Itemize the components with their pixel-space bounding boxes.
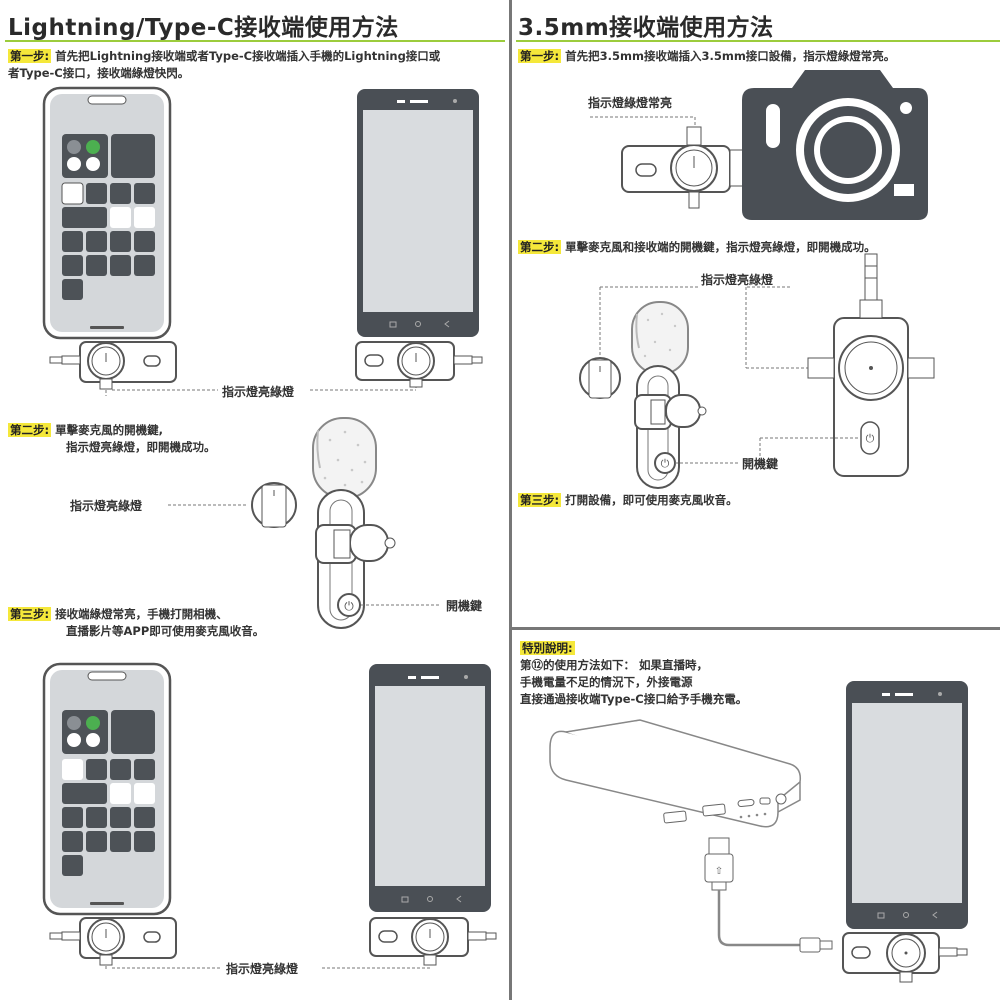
- svg-text:⏻: ⏻: [344, 599, 354, 613]
- special-note-line1: 第⑫的使用方法如下： 如果直播時，: [520, 658, 709, 672]
- right-horizontal-divider: [512, 627, 1000, 630]
- left-step1-indicator-label: 指示燈亮綠燈: [222, 385, 295, 399]
- right-title: 3.5mm接收端使用方法: [518, 15, 774, 41]
- right-step1-line: 首先把3.5mm接收端插入3.5mm接口設備，指示燈綠燈常亮。: [565, 49, 896, 63]
- special-note-tag: 特別說明:: [520, 641, 575, 655]
- right-step2-line: 單擊麥克風和接收端的開機鍵，指示燈亮綠燈，即開機成功。: [565, 240, 876, 254]
- left-step1-line1: 首先把Lightning接收端或者Type-C接收端插入手機的Lightning…: [55, 49, 441, 63]
- special-note-line3: 直接通過接收端Type-C接口給予手機充電。: [520, 692, 748, 706]
- right-title-underline: [516, 40, 1000, 42]
- svg-text:⏻: ⏻: [661, 457, 670, 470]
- right-step1-tag: 第一步:: [518, 49, 562, 63]
- special-note: 特別說明: 第⑫的使用方法如下： 如果直播時， 手機電量不足的情況下，外接電源 …: [520, 640, 747, 708]
- svg-text:⇧: ⇧: [715, 866, 723, 877]
- left-step2-text: 第二步: 單擊麥克風的開機鍵, 指示燈亮綠燈，即開機成功。: [8, 422, 216, 456]
- left-step3-tag: 第三步:: [8, 607, 52, 621]
- left-title-underline: [5, 40, 505, 42]
- right-step3-tag: 第三步:: [518, 493, 562, 507]
- left-step3-line1: 接收端綠燈常亮，手機打開相機、: [55, 607, 228, 621]
- left-title: Lightning/Type-C接收端使用方法: [8, 15, 399, 41]
- left-step3-indicator-label: 指示燈亮綠燈: [226, 962, 299, 976]
- left-step1-line2: 者Type-C接口，接收端綠燈快閃。: [8, 66, 190, 80]
- right-step1-indicator-label: 指示燈綠燈常亮: [588, 96, 673, 110]
- right-step2-tag: 第二步:: [518, 240, 562, 254]
- right-step3-line: 打開設備，即可使用麥克風收音。: [565, 493, 738, 507]
- left-step3-line2: 直播影片等APP即可使用麥克風收音。: [66, 624, 265, 638]
- right-step2-power-label: 開機鍵: [742, 457, 779, 471]
- svg-text:⏻: ⏻: [866, 432, 875, 445]
- right-step3-text: 第三步: 打開設備，即可使用麥克風收音。: [518, 492, 738, 509]
- left-step1-tag: 第一步:: [8, 49, 52, 63]
- left-step2-tag: 第二步:: [8, 423, 52, 437]
- left-step3-text: 第三步: 接收端綠燈常亮，手機打開相機、 直播影片等APP即可使用麥克風收音。: [8, 606, 264, 640]
- left-step1-text: 第一步: 首先把Lightning接收端或者Type-C接收端插入手機的Ligh…: [8, 48, 508, 82]
- special-note-line2: 手機電量不足的情況下，外接電源: [520, 675, 693, 689]
- right-step1-text: 第一步: 首先把3.5mm接收端插入3.5mm接口設備，指示燈綠燈常亮。: [518, 48, 895, 65]
- left-step2-line2: 指示燈亮綠燈，即開機成功。: [66, 440, 216, 454]
- left-step2-indicator-label: 指示燈亮綠燈: [70, 499, 143, 513]
- left-step2-power-label: 開機鍵: [446, 599, 483, 613]
- right-step2-text: 第二步: 單擊麥克風和接收端的開機鍵，指示燈亮綠燈，即開機成功。: [518, 239, 876, 256]
- vertical-divider: [509, 0, 512, 1000]
- left-step2-line1: 單擊麥克風的開機鍵,: [55, 423, 163, 437]
- right-step2-indicator-label: 指示燈亮綠燈: [701, 273, 774, 287]
